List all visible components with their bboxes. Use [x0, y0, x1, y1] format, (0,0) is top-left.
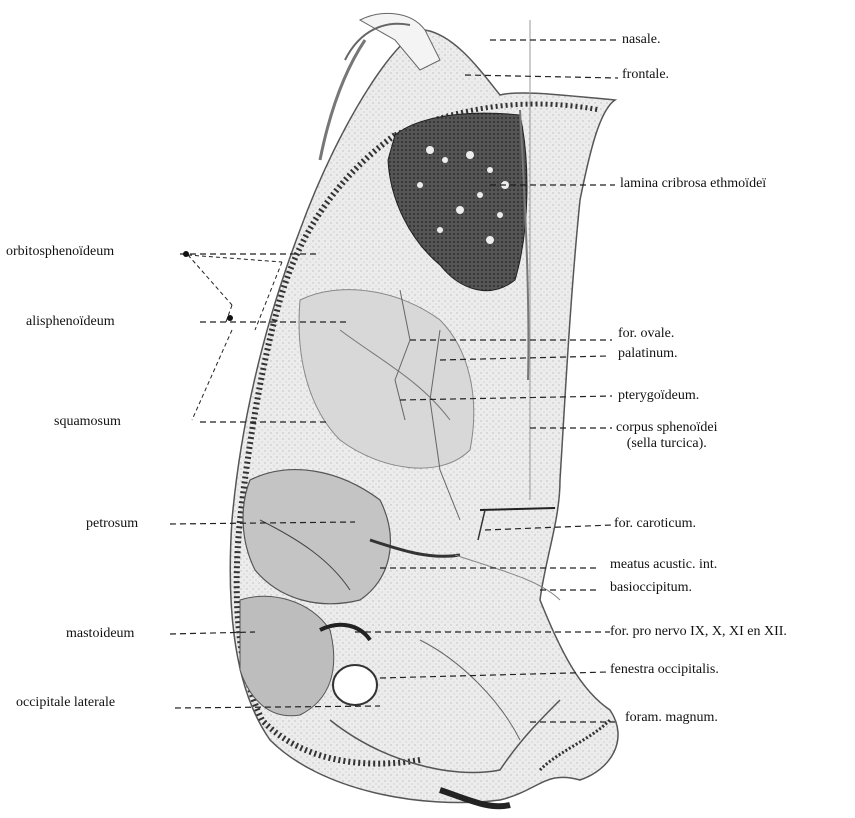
fenestra-occipitalis-hole	[333, 665, 377, 705]
label-corpus-sphenoidei: corpus sphenoïdei (sella turcica).	[616, 420, 717, 452]
label-sella-turcica: (sella turcica).	[616, 436, 717, 452]
label-orbitosphenoideum: orbitosphenoïdeum	[6, 244, 114, 260]
label-corpus-sphenoidei-line1: corpus sphenoïdei	[616, 420, 717, 436]
label-palatinum: palatinum.	[618, 346, 678, 362]
label-mastoideum: mastoideum	[66, 626, 134, 642]
label-for-pro-nervo: for. pro nervo IX, X, XI en XII.	[610, 624, 787, 640]
label-meatus: meatus acustic. int.	[610, 557, 717, 573]
label-pterygoideum: pterygoïdeum.	[618, 388, 699, 404]
label-nasale: nasale.	[622, 32, 660, 48]
label-alisphenoideum: alisphenoïdeum	[26, 314, 115, 330]
label-foram-magnum: foram. magnum.	[625, 710, 718, 726]
label-occipitale-laterale: occipitale laterale	[16, 695, 115, 711]
label-frontale: frontale.	[622, 67, 669, 83]
label-squamosum: squamosum	[54, 414, 121, 430]
label-basioccipitum: basioccipitum.	[610, 580, 692, 596]
label-for-ovale: for. ovale.	[618, 326, 674, 342]
label-lamina-cribrosa: lamina cribrosa ethmoïdeï	[620, 176, 766, 192]
label-for-caroticum: for. caroticum.	[614, 516, 696, 532]
label-petrosum: petrosum	[86, 516, 138, 532]
label-fenestra: fenestra occipitalis.	[610, 662, 719, 678]
